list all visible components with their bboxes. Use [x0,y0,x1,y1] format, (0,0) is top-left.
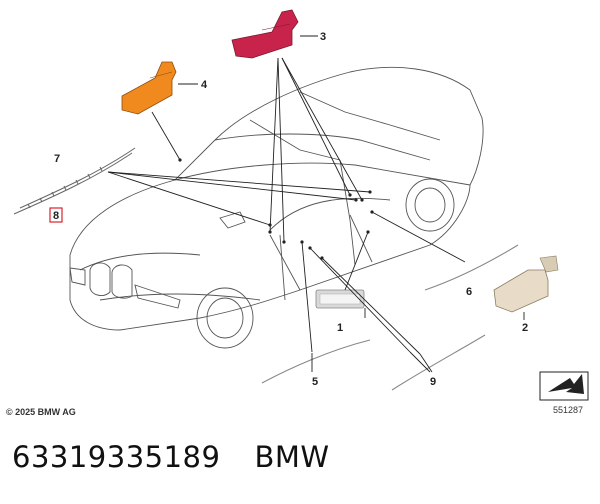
callout-5: 5 [312,376,318,388]
diagram-id: 551287 [553,405,583,415]
direction-arrow-icon [539,371,589,401]
cables [261,244,519,391]
callout-2: 2 [522,322,528,334]
callout-4: 4 [201,79,208,91]
callout-3: 3 [320,31,326,43]
copyright-text: © 2025 BMW AG [6,407,76,417]
callout-1: 1 [337,322,343,334]
part-number: 63319335189 [12,440,221,474]
parts-diagram: 3 4 7 8 1 2 6 5 9 551287 © 2025 BMW AG [6,9,589,417]
module-part-3 [231,9,299,59]
module-part-4 [121,61,177,115]
callout-7: 7 [54,153,60,165]
cable-part-6 [424,244,519,291]
callout-6: 6 [466,286,472,298]
callout-8: 8 [53,210,59,222]
connector-part-2 [493,255,559,313]
callout-8-box [49,207,63,223]
brand-name: BMW [254,440,330,474]
cable-part-5 [261,339,371,384]
cable-part-9 [391,334,486,391]
trim-strip-part-7 [13,147,136,215]
leader-dots [178,158,374,260]
leader-lines [107,35,525,355]
car-outline [69,66,484,349]
part-number-line: 63319335189 BMW [12,440,330,474]
callout-9: 9 [430,376,436,388]
